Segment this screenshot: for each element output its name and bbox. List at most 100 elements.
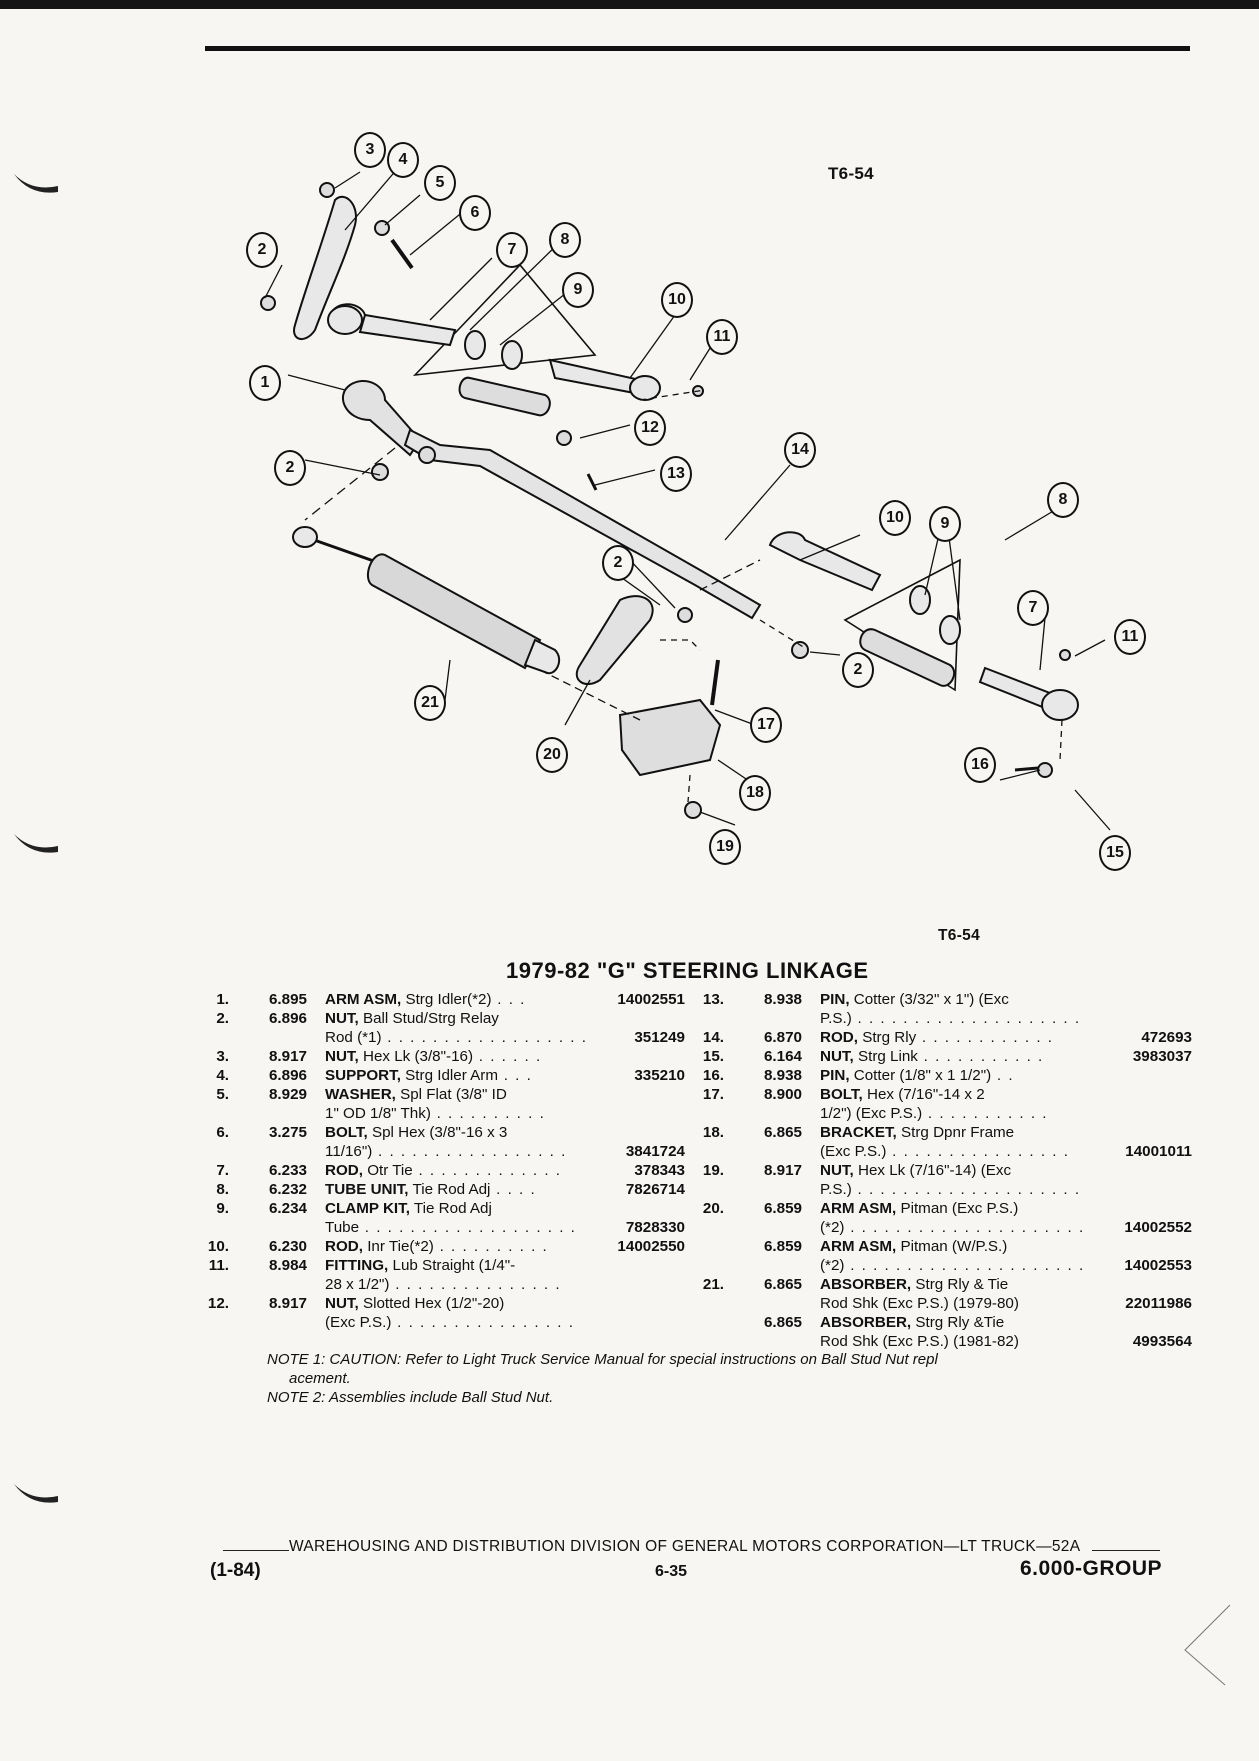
binder-mark-icon (14, 834, 58, 853)
part-index: 5. (216, 1086, 229, 1103)
part-index: 7. (216, 1162, 229, 1179)
part-name: BOLT, (325, 1124, 368, 1141)
part-number: 3983037 (1132, 1048, 1192, 1065)
note-1-continuation: acement. (289, 1370, 351, 1387)
part-name: BOLT, (820, 1086, 863, 1103)
footer-group: 6.000-GROUP (1020, 1557, 1163, 1580)
callout-10: 10 (879, 500, 911, 536)
part-number: 335210 (634, 1067, 685, 1084)
part-name: FITTING, (325, 1257, 389, 1274)
callout-16: 16 (964, 747, 996, 783)
part-index: 15. (702, 1048, 724, 1065)
part-index (680, 1237, 724, 1275)
part-name: BRACKET, (820, 1124, 897, 1141)
part-description: Strg Link (853, 1048, 918, 1065)
callout-5: 5 (424, 165, 456, 201)
leader-dots: . . . . . . . . . . (430, 1105, 546, 1122)
callout-21: 21 (414, 685, 446, 721)
part-index: 14. (702, 1029, 724, 1046)
callout-19: 19 (709, 829, 741, 865)
callout-2: 2 (602, 545, 634, 581)
part-description: Ball Stud/Strg Relay (358, 1010, 499, 1027)
callout-20: 20 (536, 737, 568, 773)
callout-3: 3 (354, 132, 386, 168)
part-description: Tie Rod Adj (408, 1181, 491, 1198)
part-number: 3841724 (625, 1143, 685, 1160)
part-description: 1/2") (Exc P.S.) (820, 1105, 923, 1122)
part-name: ROD, (325, 1162, 363, 1179)
part-name: ROD, (325, 1238, 363, 1255)
part-description: Strg Idler(*2) (401, 991, 492, 1008)
top-edge-bar (0, 0, 1259, 9)
part-number: 351249 (634, 1029, 685, 1046)
footer-date: (1-84) (210, 1560, 261, 1581)
part-index: 8. (216, 1181, 229, 1198)
part-description: Cotter (1/8" x 1 1/2") (849, 1067, 992, 1084)
part-description: Spl Hex (3/8"-16 x 3 (367, 1124, 508, 1141)
leader-dots: . . . . . . . . . . . (917, 1048, 1044, 1065)
part-description: (*2) (820, 1257, 845, 1274)
part-group-code: 8.900 (763, 1086, 802, 1103)
callout-7: 7 (1017, 590, 1049, 626)
part-name: PIN, (820, 1067, 850, 1084)
part-number: 14001011 (1125, 1143, 1192, 1160)
part-name: ABSORBER, (820, 1314, 912, 1331)
part-index: 9. (216, 1200, 229, 1217)
page-corner-mark-icon (1184, 1604, 1231, 1686)
part-description: Cotter (3/32" x 1") (Exc (849, 991, 1009, 1008)
notes-section: NOTE 1: CAUTION: Refer to Light Truck Se… (267, 1350, 1167, 1407)
part-description: (Exc P.S.) (325, 1314, 392, 1331)
part-name: NUT, (325, 1048, 359, 1065)
part-description: 1" OD 1/8" Thk) (325, 1105, 431, 1122)
leader-dots: . . . . . . (473, 1048, 542, 1065)
part-description: Hex Lk (3/8"-16) (358, 1048, 474, 1065)
part-number: 7826714 (625, 1181, 685, 1198)
callout-2: 2 (842, 652, 874, 688)
part-description: 28 x 1/2") (325, 1276, 390, 1293)
part-number: 472693 (1141, 1029, 1192, 1046)
part-description: Strg Rly &Tie (911, 1314, 1005, 1331)
part-description: Strg Rly & Tie (911, 1276, 1009, 1293)
part-name: PIN, (820, 991, 850, 1008)
callout-2: 2 (274, 450, 306, 486)
part-description: Tube (325, 1219, 360, 1236)
callout-1: 1 (249, 365, 281, 401)
leader-dots: . . . (491, 991, 526, 1008)
part-number: 14002552 (1124, 1219, 1192, 1236)
part-group-code: 6.896 (268, 1067, 307, 1084)
binder-mark-icon (14, 174, 58, 193)
part-name: NUT, (820, 1162, 854, 1179)
callout-18: 18 (739, 775, 771, 811)
leader-dots: . . . . . . . . . . . . . . . . . . . (359, 1219, 577, 1236)
callout-9: 9 (929, 506, 961, 542)
part-name: WASHER, (325, 1086, 396, 1103)
part-group-code: 3.275 (268, 1124, 307, 1141)
part-number: 14002553 (1124, 1257, 1192, 1274)
part-number: 14002550 (617, 1238, 685, 1255)
part-index: 18. (702, 1124, 724, 1141)
part-index (680, 1313, 724, 1351)
part-index: 1. (216, 991, 229, 1008)
part-description: Rod Shk (Exc P.S.) (1981-82) (820, 1333, 1019, 1350)
part-index: 3. (216, 1048, 229, 1065)
part-group-code: 8.917 (268, 1295, 307, 1312)
part-name: NUT, (820, 1048, 854, 1065)
leader-dots: . . . . . . . . . . . . . . . . . . . . … (844, 1257, 1085, 1274)
part-description: P.S.) (820, 1010, 852, 1027)
part-index: 17. (702, 1086, 724, 1103)
part-group-code: 6.859 (763, 1200, 802, 1217)
leader-dots: . . . . . . . . . . . . . . . . (391, 1314, 575, 1331)
part-group-code: 6.233 (268, 1162, 307, 1179)
page-title: 1979-82 "G" STEERING LINKAGE (506, 958, 869, 983)
part-index: 13. (702, 991, 724, 1008)
